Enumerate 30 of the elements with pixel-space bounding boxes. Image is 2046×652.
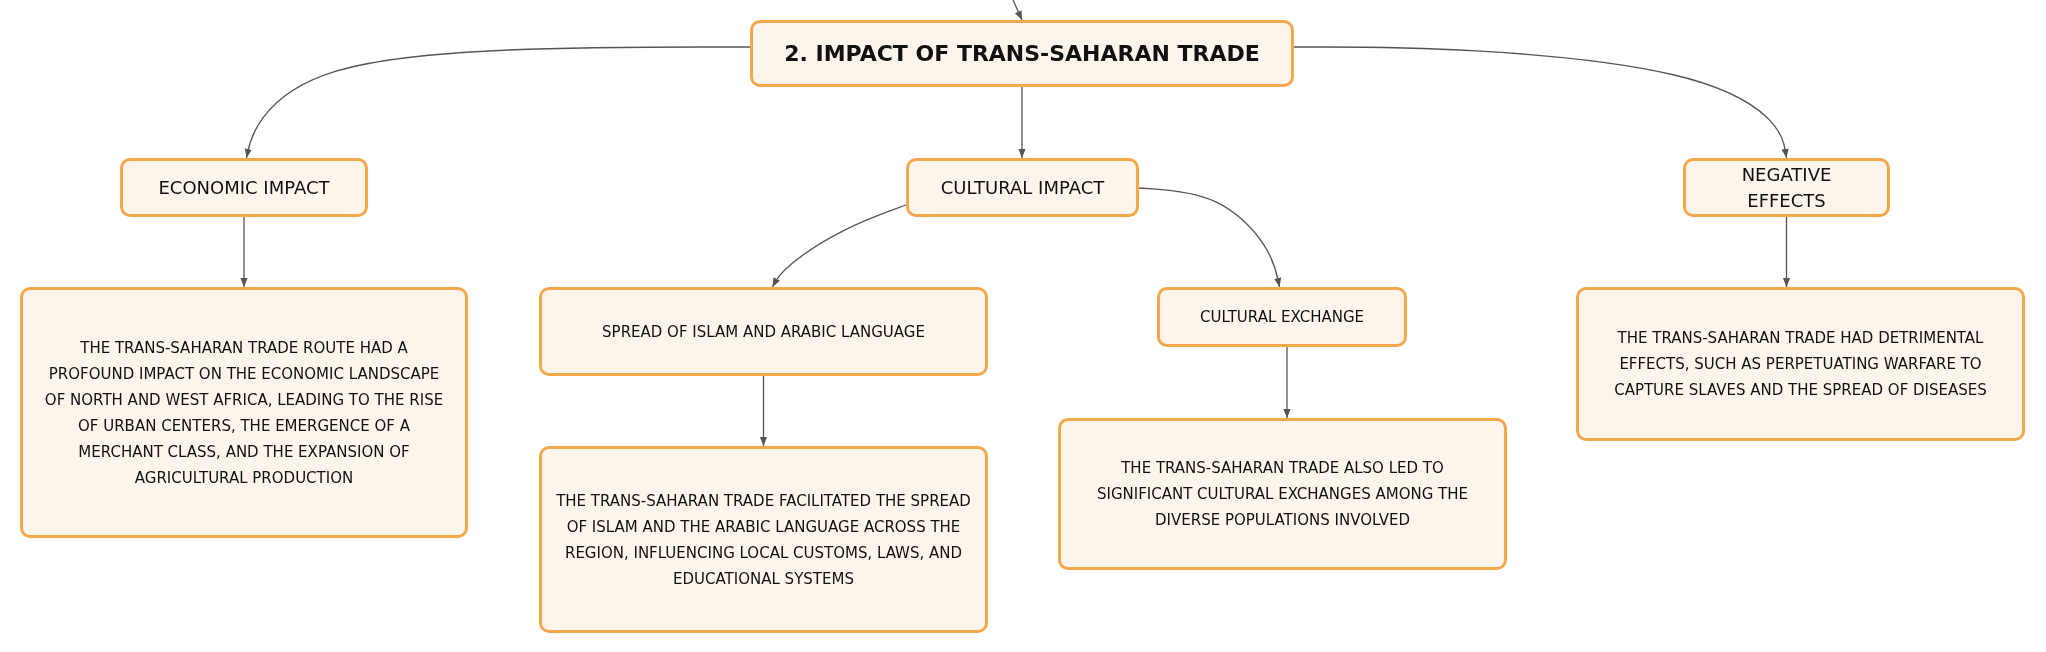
node-text: SPREAD OF ISLAM AND ARABIC LANGUAGE (602, 321, 925, 343)
node-text: CULTURAL EXCHANGE (1199, 307, 1365, 328)
connector-arrow (1293, 46, 1789, 159)
description-box (1576, 287, 2025, 441)
connector-arrow (771, 204, 907, 288)
connector-arrow (1018, 86, 1026, 159)
topic-box (1157, 287, 1407, 347)
node-text: NEGATIVE EFFECTS (1740, 162, 1833, 213)
topic-box (539, 287, 988, 376)
node-text: THE TRANS-SAHARAN TRADE ROUTE HAD A PROFOUND IMPACT ON THE ECONOMIC LANDSCAPE OF NORTH AND WEST AFRICA, LEADING TO THE RISE OF URBAN CENTERS, THE EMERGENCE OF A MERCHANT CLASS, AND THE EXPANSION OF AGRICULTURAL PRODUCTION (43, 337, 445, 489)
title-box (750, 20, 1294, 87)
node-text: THE TRANS-SAHARAN TRADE HAD DETRIMENTAL EFFECTS, SUCH AS PERPETUATING WARFARE TO CAPTURE SLAVES AND THE SPREAD OF DISEASES (1613, 328, 1988, 401)
connector-arrow (240, 216, 248, 288)
node-text: 2. IMPACT OF TRANS-SAHARAN TRADE (784, 40, 1260, 67)
node-text: CULTURAL IMPACT (940, 175, 1105, 200)
connector-arrow (1782, 216, 1791, 288)
connector-arrow (1283, 346, 1291, 419)
description-box (539, 446, 988, 633)
connector-arrow (1012, 0, 1023, 21)
node-text: THE TRANS-SAHARAN TRADE ALSO LED TO SIGNIFICANT CULTURAL EXCHANGES AMONG THE DIVERSE POPULATIONS INVOLVED (1095, 458, 1470, 531)
node-text: ECONOMIC IMPACT (158, 175, 330, 200)
connector-arrow (759, 375, 768, 447)
connector-arrow (244, 46, 751, 159)
category-box (906, 158, 1139, 217)
connector-arrow (1138, 187, 1282, 288)
category-box (120, 158, 368, 217)
description-box (1058, 418, 1507, 570)
description-box (20, 287, 468, 538)
node-text: THE TRANS-SAHARAN TRADE FACILITATED THE SPREAD OF ISLAM AND THE ARABIC LANGUAGE ACROSS THE REGION, INFLUENCING LOCAL CUSTOMS, LAWS, AND EDUCATIONAL SYSTEMS (556, 490, 971, 590)
category-box (1683, 158, 1890, 217)
